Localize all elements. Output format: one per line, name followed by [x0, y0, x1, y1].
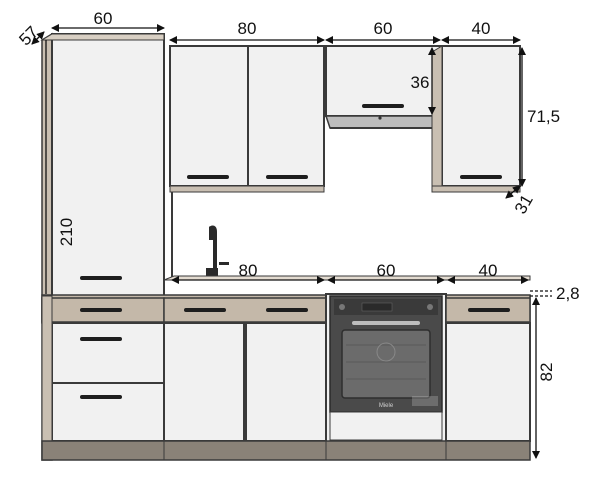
sink-base-right-door	[245, 322, 327, 442]
extractor-hood	[324, 115, 441, 129]
dim-tall-width-label: 60	[94, 9, 113, 28]
dimension-lines	[31, 24, 552, 459]
dim-base-40-label: 40	[479, 261, 498, 280]
built-in-oven: Miele	[329, 295, 443, 441]
wall-cabinet-80-left-door	[169, 45, 249, 187]
drawer-cabinet-drawer-3	[51, 382, 165, 442]
dim-upper-depth-line	[505, 185, 521, 199]
sink-base-rail-handle-right	[266, 308, 308, 312]
oven-brand: Miele	[379, 403, 394, 409]
tall-cabinet-top-edge	[40, 33, 165, 41]
wall-cabinet-40-handle	[460, 175, 502, 179]
oven-window	[341, 329, 431, 399]
sink-base-left-door	[163, 322, 245, 442]
dim-tall-height-label: 210	[57, 218, 76, 246]
dim-upper-80-label: 80	[238, 19, 257, 38]
hood-cabinet-handle	[362, 104, 404, 108]
dim-base-height-label: 82	[537, 363, 556, 382]
wall-cabinet-80-left-handle	[187, 175, 229, 179]
dim-tall-depth-line	[31, 31, 45, 45]
oven-handle	[352, 321, 420, 325]
drawer-1-handle	[80, 308, 122, 312]
dim-counter-thickness-label: 2,8	[556, 284, 580, 303]
dim-upper-depth-label: 31	[511, 191, 537, 217]
tall-cabinet-upper-door	[51, 33, 165, 297]
dim-base-60-label: 60	[377, 261, 396, 280]
oven-fan-icon	[376, 342, 396, 362]
wall-cabinet-80-bottom-edge	[169, 185, 325, 193]
wall-cabinet-80-right-door	[247, 45, 325, 187]
sink-base-rail-handle-left	[184, 308, 226, 312]
drawer-3-handle	[80, 395, 122, 399]
dim-upper-height-label: 71,5	[527, 107, 560, 126]
oven-knob-icon	[339, 304, 345, 310]
faucet-icon	[206, 225, 229, 280]
oven-knob-icon	[427, 304, 433, 310]
dim-tall-depth-label: 57	[15, 22, 42, 49]
oven-display	[361, 302, 393, 312]
wall-cabinets	[169, 45, 521, 193]
wall-cabinet-40-bottom-edge	[431, 185, 521, 193]
wall-cabinet-40-side	[431, 45, 443, 193]
oven-drawer	[329, 411, 443, 441]
dim-hood-height-label: 36	[411, 73, 430, 92]
base-cabinets: Miele	[41, 293, 531, 461]
base-40-door	[445, 322, 531, 442]
drawer-cabinet-drawer-2	[51, 322, 165, 384]
hood-light-icon	[378, 116, 382, 120]
dim-upper-40-label: 40	[472, 19, 491, 38]
dim-base-80-label: 80	[239, 261, 258, 280]
wall-cabinet-80-right-handle	[266, 175, 308, 179]
plinth	[41, 440, 531, 461]
tall-cabinet-handle	[80, 276, 122, 280]
drawer-2-handle	[80, 337, 122, 341]
wall-cabinet-40-door	[441, 45, 521, 187]
drawer-cabinet-side	[41, 295, 53, 461]
dim-upper-60-label: 60	[374, 19, 393, 38]
base-40-rail-handle	[468, 308, 510, 312]
